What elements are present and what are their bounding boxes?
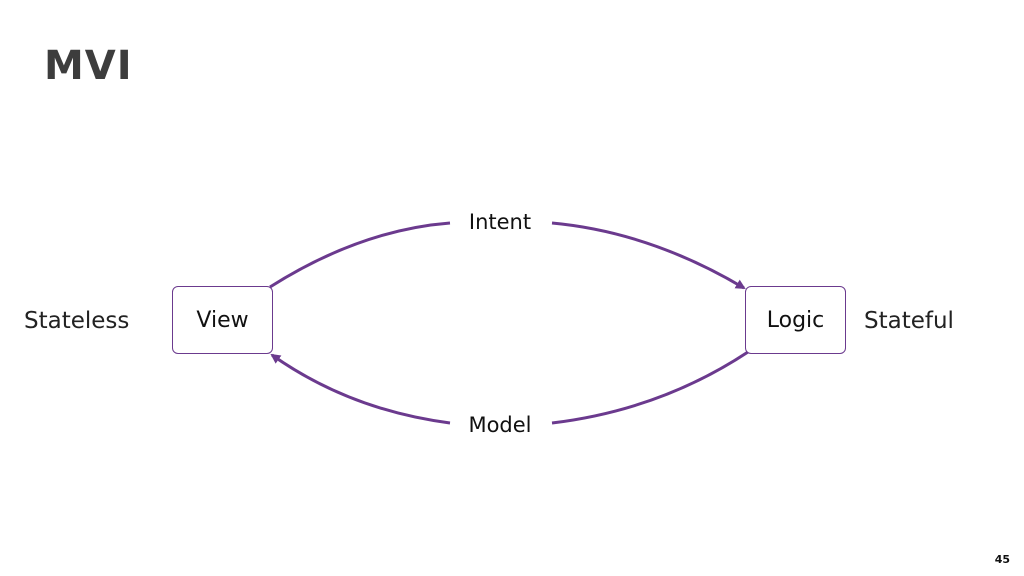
intent-label: Intent — [468, 210, 532, 234]
page-number: 45 — [994, 553, 1010, 566]
stateful-label: Stateful — [864, 308, 954, 334]
logic-node: Logic — [745, 286, 846, 354]
model-arrow-left — [270, 353, 451, 425]
intent-arrow-right — [551, 221, 746, 290]
slide-title: MVI — [44, 43, 133, 89]
stateless-label: Stateless — [24, 308, 130, 334]
model-label: Model — [468, 413, 532, 437]
logic-node-label: Logic — [766, 307, 825, 333]
intent-arrow-left — [269, 221, 451, 289]
model-arrow-right — [551, 350, 749, 425]
view-node: View — [172, 286, 273, 354]
view-node-label: View — [196, 307, 249, 333]
